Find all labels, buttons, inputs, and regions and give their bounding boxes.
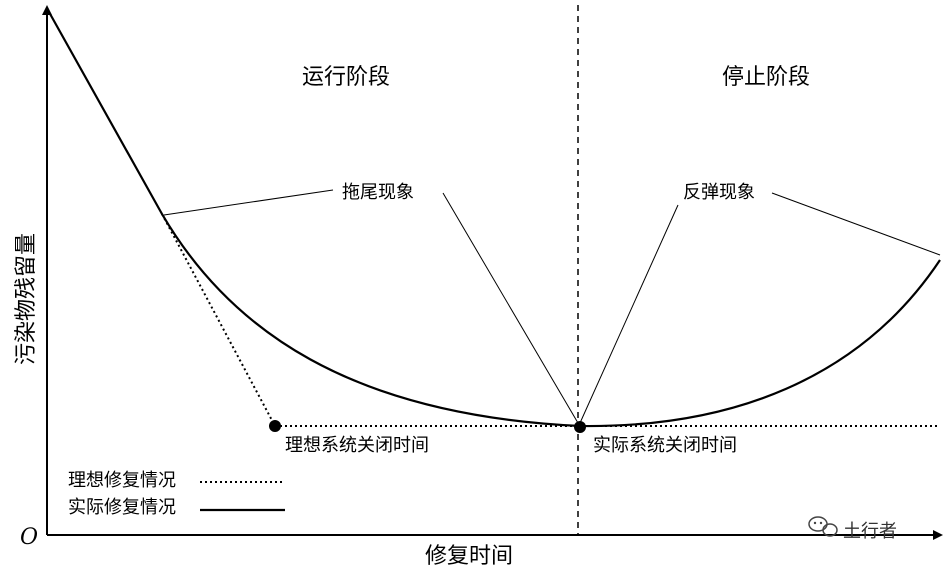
tailing-label: 拖尾现象 [342, 182, 414, 203]
tailing-leader-1 [163, 189, 334, 216]
ideal-drop-line [161, 213, 276, 427]
watermark-logo-icon [808, 516, 838, 537]
rebound-leader-1 [579, 204, 679, 424]
watermark-text: 土行者 [843, 521, 897, 542]
x-axis-label: 修复时间 [425, 544, 513, 569]
actual-close-point [574, 421, 586, 433]
origin-label: O [20, 525, 38, 550]
ideal-close-label: 理想系统关闭时间 [285, 435, 429, 456]
y-axis-label: 污染物残留量 [14, 233, 39, 365]
legend-ideal-label: 理想修复情况 [68, 470, 176, 491]
rebound-leader-2 [771, 192, 941, 256]
legend-actual-label: 实际修复情况 [68, 497, 176, 518]
ideal-close-point [269, 420, 281, 432]
phase-running-label: 运行阶段 [302, 65, 390, 90]
phase-stopped-label: 停止阶段 [722, 65, 810, 90]
rebound-label: 反弹现象 [683, 182, 755, 203]
actual-curve [48, 11, 941, 428]
tailing-leader-2 [442, 192, 579, 424]
actual-close-label: 实际系统关闭时间 [593, 435, 737, 456]
